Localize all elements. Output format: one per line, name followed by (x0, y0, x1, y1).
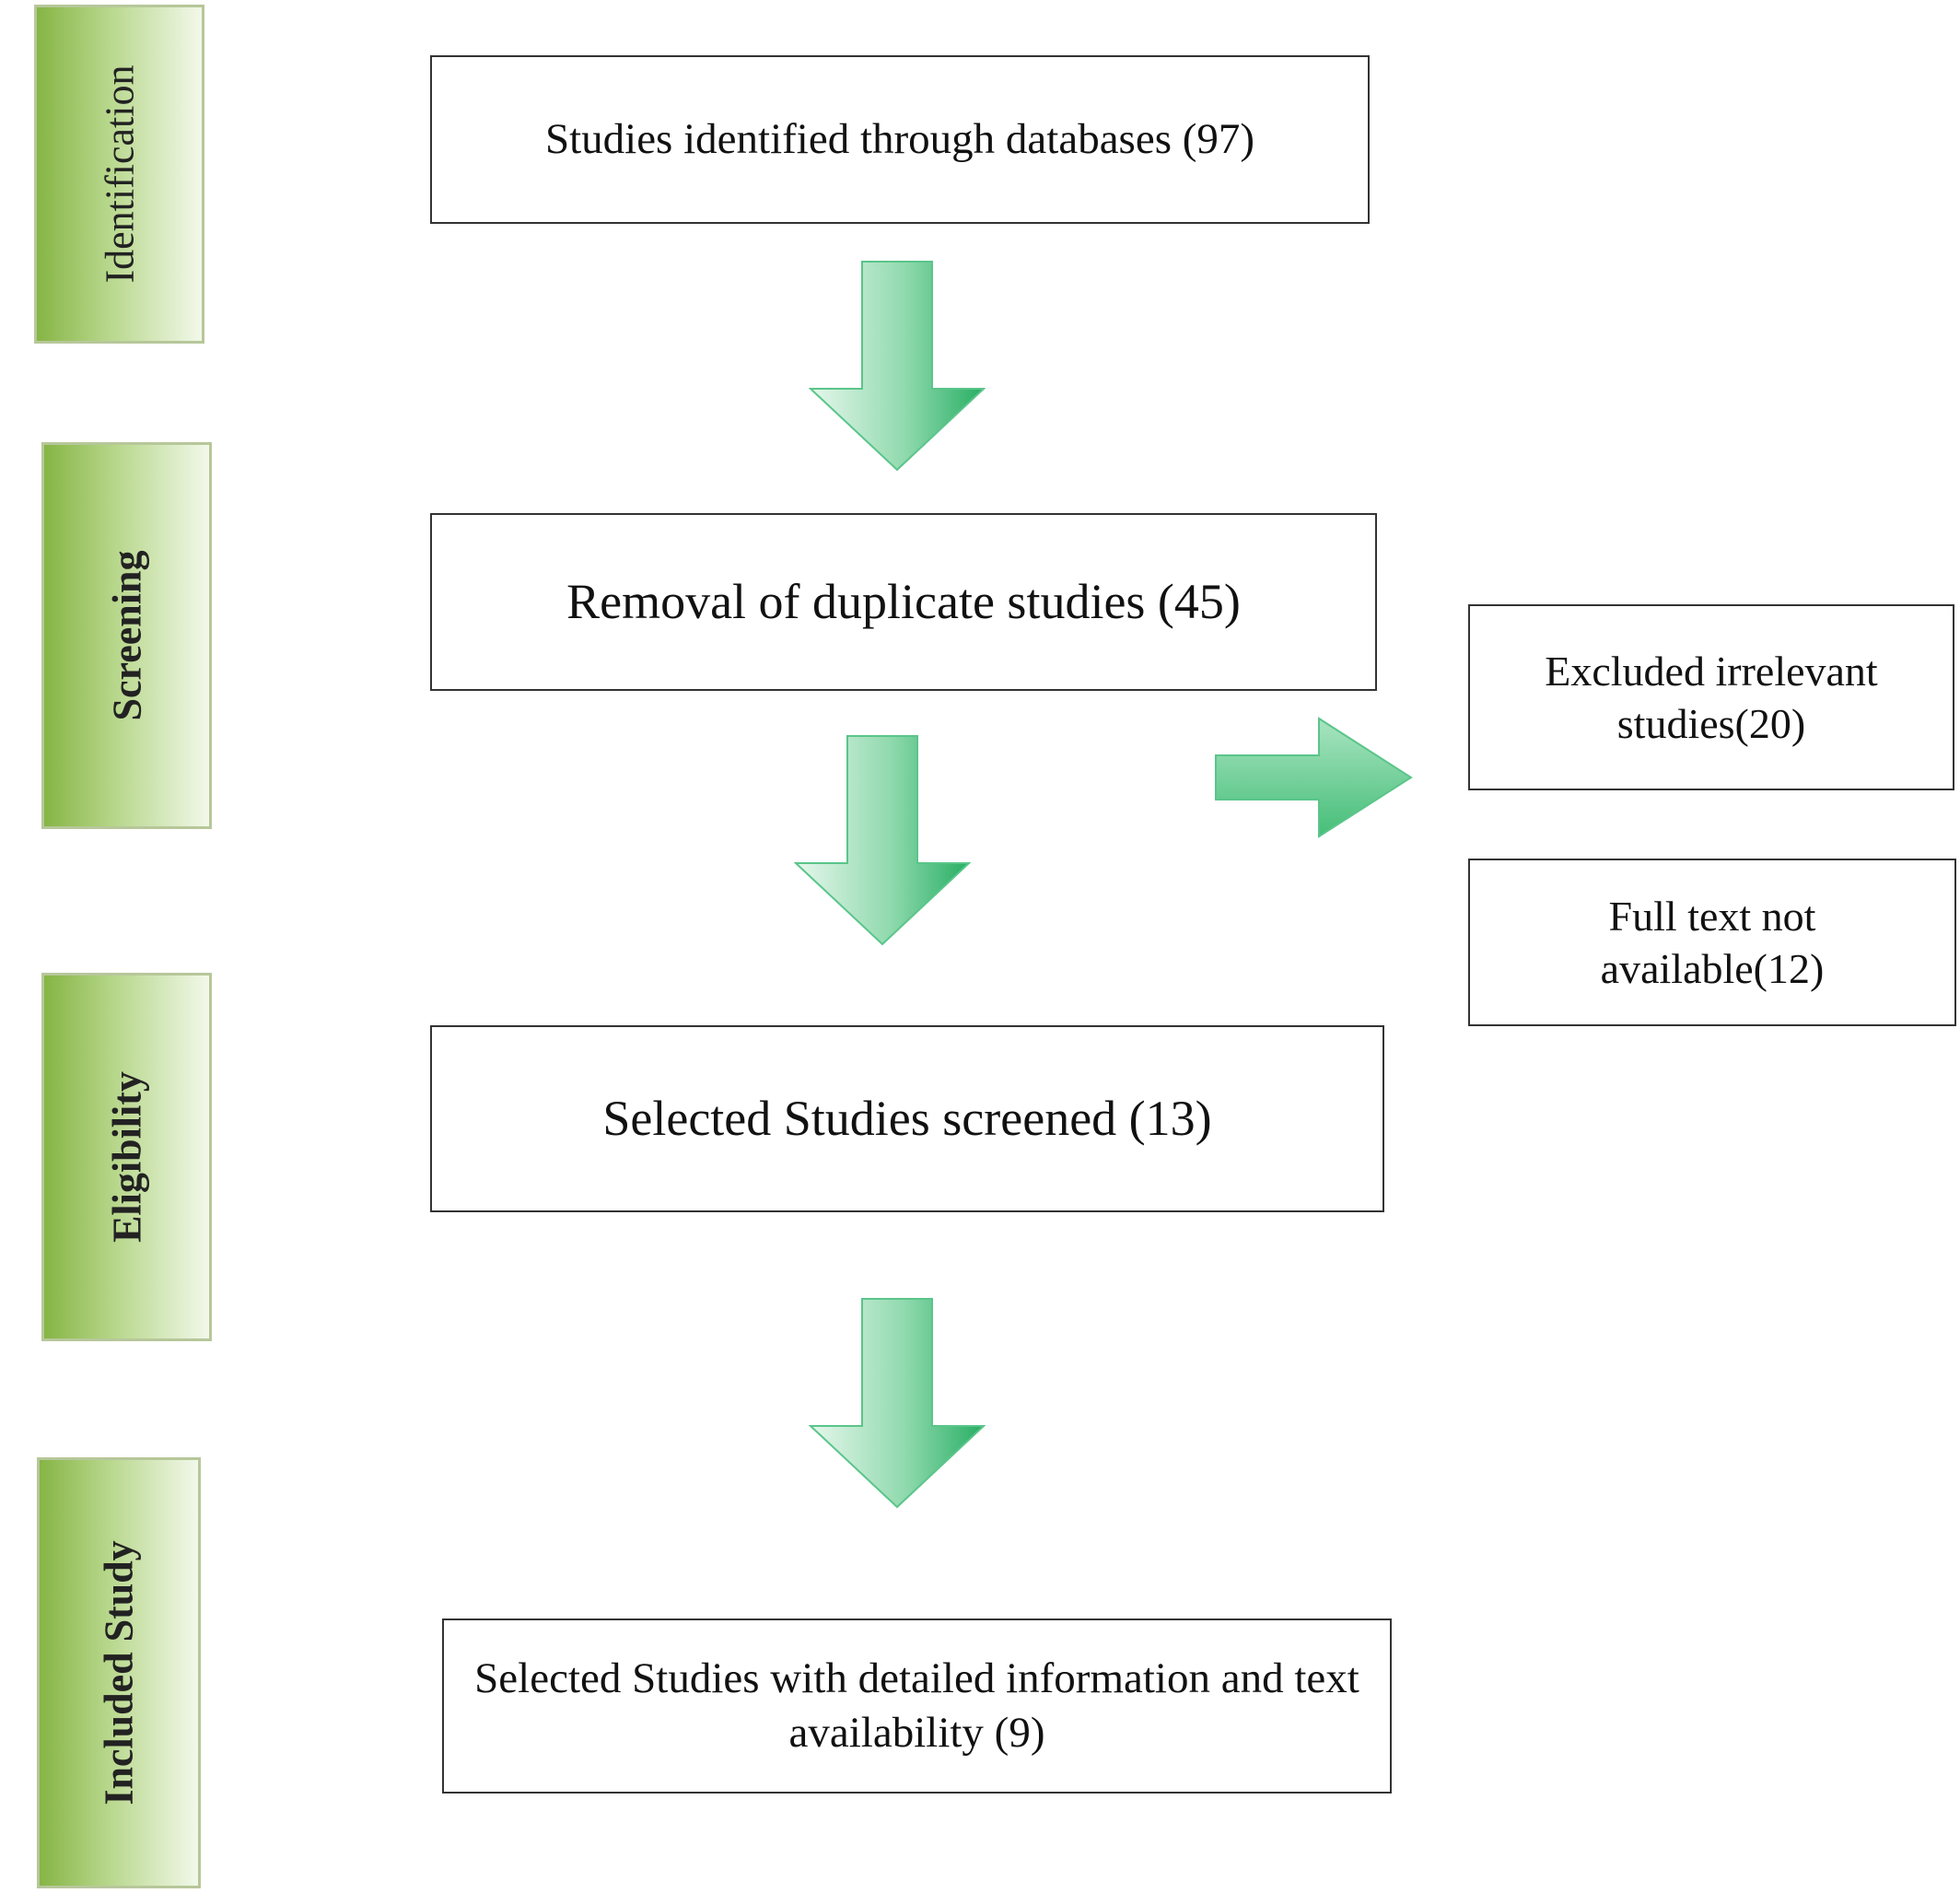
box-studies-identified: Studies identified through databases (97… (430, 55, 1370, 224)
stage-included: Included Study (37, 1457, 201, 1888)
stage-eligibility: Eligibility (41, 973, 212, 1341)
stage-identification: Identification (34, 5, 204, 344)
stage-label-identification: Identification (97, 64, 142, 284)
box-studies-included: Selected Studies with detailed informati… (442, 1618, 1392, 1794)
arrow-right-exclusion (1215, 717, 1413, 838)
box-full-text-not-available: Full text not available(12) (1468, 859, 1956, 1026)
box-studies-included-text: Selected Studies with detailed informati… (474, 1654, 1359, 1757)
box-duplicate-removal-text: Removal of duplicate studies (45) (566, 573, 1241, 629)
box-studies-screened-text: Selected Studies screened (13) (602, 1090, 1212, 1146)
box-excluded-irrelevant: Excluded irrelevant studies(20) (1468, 604, 1954, 790)
arrow-down-2 (794, 735, 971, 946)
box-studies-screened: Selected Studies screened (13) (430, 1025, 1384, 1212)
box-duplicate-removal: Removal of duplicate studies (45) (430, 513, 1377, 691)
box-studies-identified-text: Studies identified through databases (97… (544, 115, 1255, 164)
arrow-down-1 (809, 261, 986, 472)
stage-label-screening: Screening (104, 550, 149, 721)
stage-screening: Screening (41, 442, 212, 829)
box-excluded-irrelevant-text: Excluded irrelevant studies(20) (1545, 647, 1878, 748)
box-full-text-not-available-text: Full text not available(12) (1600, 892, 1825, 993)
arrow-down-3 (809, 1298, 986, 1509)
stage-label-included: Included Study (96, 1540, 142, 1805)
stage-label-eligibility: Eligibility (104, 1071, 149, 1243)
